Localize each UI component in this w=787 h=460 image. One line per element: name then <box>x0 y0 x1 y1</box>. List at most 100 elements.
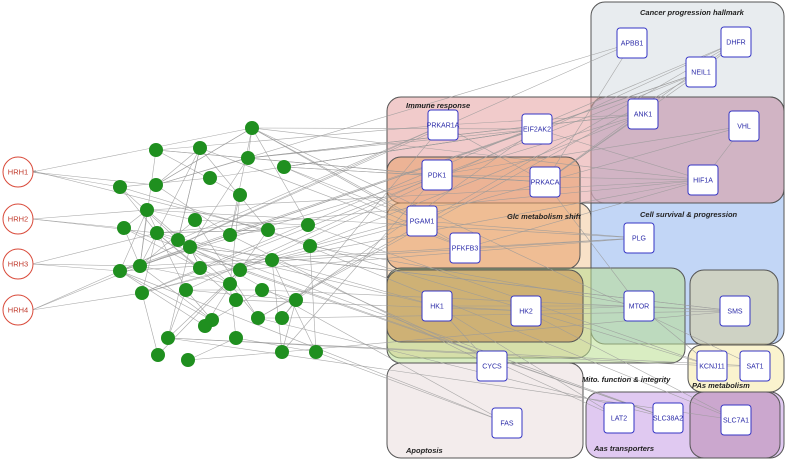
receptor-circle <box>2 203 34 235</box>
ligand-node[interactable] <box>149 143 163 157</box>
ligand-node[interactable] <box>133 259 147 273</box>
ligand-node[interactable] <box>275 311 289 325</box>
ligand-node[interactable] <box>113 264 127 278</box>
gene-node-hk1[interactable]: HK1 <box>421 290 453 322</box>
gene-node-neil1[interactable]: NEIL1 <box>685 56 717 88</box>
edge-ligand <box>229 283 238 339</box>
ligand-node[interactable] <box>171 233 185 247</box>
edge-ligand-gene <box>267 229 737 421</box>
receptor-node-hrh1[interactable]: HRH1 <box>2 156 34 188</box>
ligand-node[interactable] <box>179 283 193 297</box>
ligand-node[interactable] <box>277 160 291 174</box>
ligand-node[interactable] <box>245 121 259 135</box>
gene-label: NEIL1 <box>691 70 711 77</box>
edge-ligand-gene <box>281 309 736 319</box>
edge-ligand <box>187 337 237 361</box>
ligand-node[interactable] <box>198 319 212 333</box>
gene-label: PDK1 <box>428 173 446 180</box>
gene-node-prkaca[interactable]: PRKACA <box>529 166 561 198</box>
gene-node-vhl[interactable]: VHL <box>728 110 760 142</box>
ligand-node[interactable] <box>229 293 243 307</box>
edge-ligand <box>167 246 191 339</box>
receptor-node-hrh2[interactable]: HRH2 <box>2 203 34 235</box>
gene-node-prkar1a[interactable]: PRKAR1A <box>427 109 460 141</box>
gene-node-pdk1[interactable]: PDK1 <box>421 159 453 191</box>
gene-node-lat2[interactable]: LAT2 <box>603 402 635 434</box>
gene-node-dhfr[interactable]: DHFR <box>720 26 752 58</box>
ligand-node[interactable] <box>229 331 243 345</box>
ligand-node[interactable] <box>193 261 207 275</box>
ligand-node[interactable] <box>188 213 202 227</box>
gene-node-sms[interactable]: SMS <box>719 295 751 327</box>
edge-ligand-gene <box>251 127 538 131</box>
gene-node-slc38a2[interactable]: SLC38A2 <box>652 402 684 434</box>
gene-label: PRKACA <box>531 180 560 187</box>
ligand-node[interactable] <box>203 171 217 185</box>
gene-node-hk2[interactable]: HK2 <box>510 295 542 327</box>
ligand-node[interactable] <box>140 203 154 217</box>
edge-ligand <box>270 259 283 353</box>
ligand-node[interactable] <box>151 348 165 362</box>
gene-node-sat1[interactable]: SAT1 <box>739 350 771 382</box>
edge-ligand-gene <box>235 299 527 313</box>
receptor-node-hrh4[interactable]: HRH4 <box>2 294 34 326</box>
receptor-label: HRH2 <box>8 215 28 224</box>
ligand-node[interactable] <box>233 188 247 202</box>
ligand-node[interactable] <box>223 228 237 242</box>
gene-label: HK2 <box>519 309 533 316</box>
gene-node-apbb1[interactable]: APBB1 <box>616 27 648 59</box>
ligand-node[interactable] <box>181 353 195 367</box>
ligand-node[interactable] <box>149 178 163 192</box>
gene-node-eif2ak2[interactable]: EIF2AK2 <box>521 113 553 145</box>
edge-ligand-gene <box>251 127 423 222</box>
gene-node-ank1[interactable]: ANK1 <box>627 98 659 130</box>
ligand-node[interactable] <box>309 345 323 359</box>
edge-ligand-gene <box>309 113 644 247</box>
ligand-node[interactable] <box>241 151 255 165</box>
ligand-node[interactable] <box>265 253 279 267</box>
gene-label: HK1 <box>430 304 444 311</box>
edge-hrh2 <box>31 208 148 220</box>
edge-ligand-gene <box>146 209 640 240</box>
gene-node-mtor[interactable]: MTOR <box>623 290 655 322</box>
receptor-node-hrh3[interactable]: HRH3 <box>2 248 34 280</box>
edge-ligand-gene <box>257 317 669 419</box>
ligand-node[interactable] <box>150 226 164 240</box>
receptor-circle <box>2 248 34 280</box>
ligand-node[interactable] <box>117 221 131 235</box>
gene-box <box>510 295 542 327</box>
ligand-node[interactable] <box>223 277 237 291</box>
gene-node-hif1a[interactable]: HIF1A <box>687 164 719 196</box>
edge-hrh3 <box>31 263 121 273</box>
ligand-node[interactable] <box>301 218 315 232</box>
gene-label: DHFR <box>726 40 745 47</box>
ligand-node[interactable] <box>261 223 275 237</box>
ligand-node[interactable] <box>113 180 127 194</box>
gene-node-slc7a1[interactable]: SLC7A1 <box>720 404 752 436</box>
edge-ligand-gene <box>247 127 538 159</box>
region-title-cancer: Cancer progression hallmark <box>640 8 745 17</box>
ligand-node[interactable] <box>275 345 289 359</box>
gene-node-pgam1[interactable]: PGAM1 <box>406 205 438 237</box>
ligand-node[interactable] <box>183 240 197 254</box>
gene-node-pfkfb3[interactable]: PFKFB3 <box>449 232 481 264</box>
edge-ligand-gene <box>119 124 444 272</box>
ligand-node[interactable] <box>289 293 303 307</box>
edge-ligand-gene <box>271 259 438 307</box>
gene-node-cycs[interactable]: CYCS <box>476 350 508 382</box>
ligand-node[interactable] <box>251 311 265 325</box>
ligand-node[interactable] <box>161 331 175 345</box>
ligand-node[interactable] <box>193 141 207 155</box>
gene-node-plg[interactable]: PLG <box>623 222 655 254</box>
gene-label: ANK1 <box>634 112 652 119</box>
ligand-node[interactable] <box>135 286 149 300</box>
gene-node-fas[interactable]: FAS <box>491 407 523 439</box>
ligand-node[interactable] <box>233 263 247 277</box>
ligand-node[interactable] <box>255 283 269 297</box>
ligand-node[interactable] <box>303 239 317 253</box>
edge-ligand <box>251 127 309 226</box>
gene-node-kcnj11[interactable]: KCNJ11 <box>696 350 728 382</box>
edge-gene-gene <box>544 125 745 183</box>
gene-box <box>719 295 751 327</box>
